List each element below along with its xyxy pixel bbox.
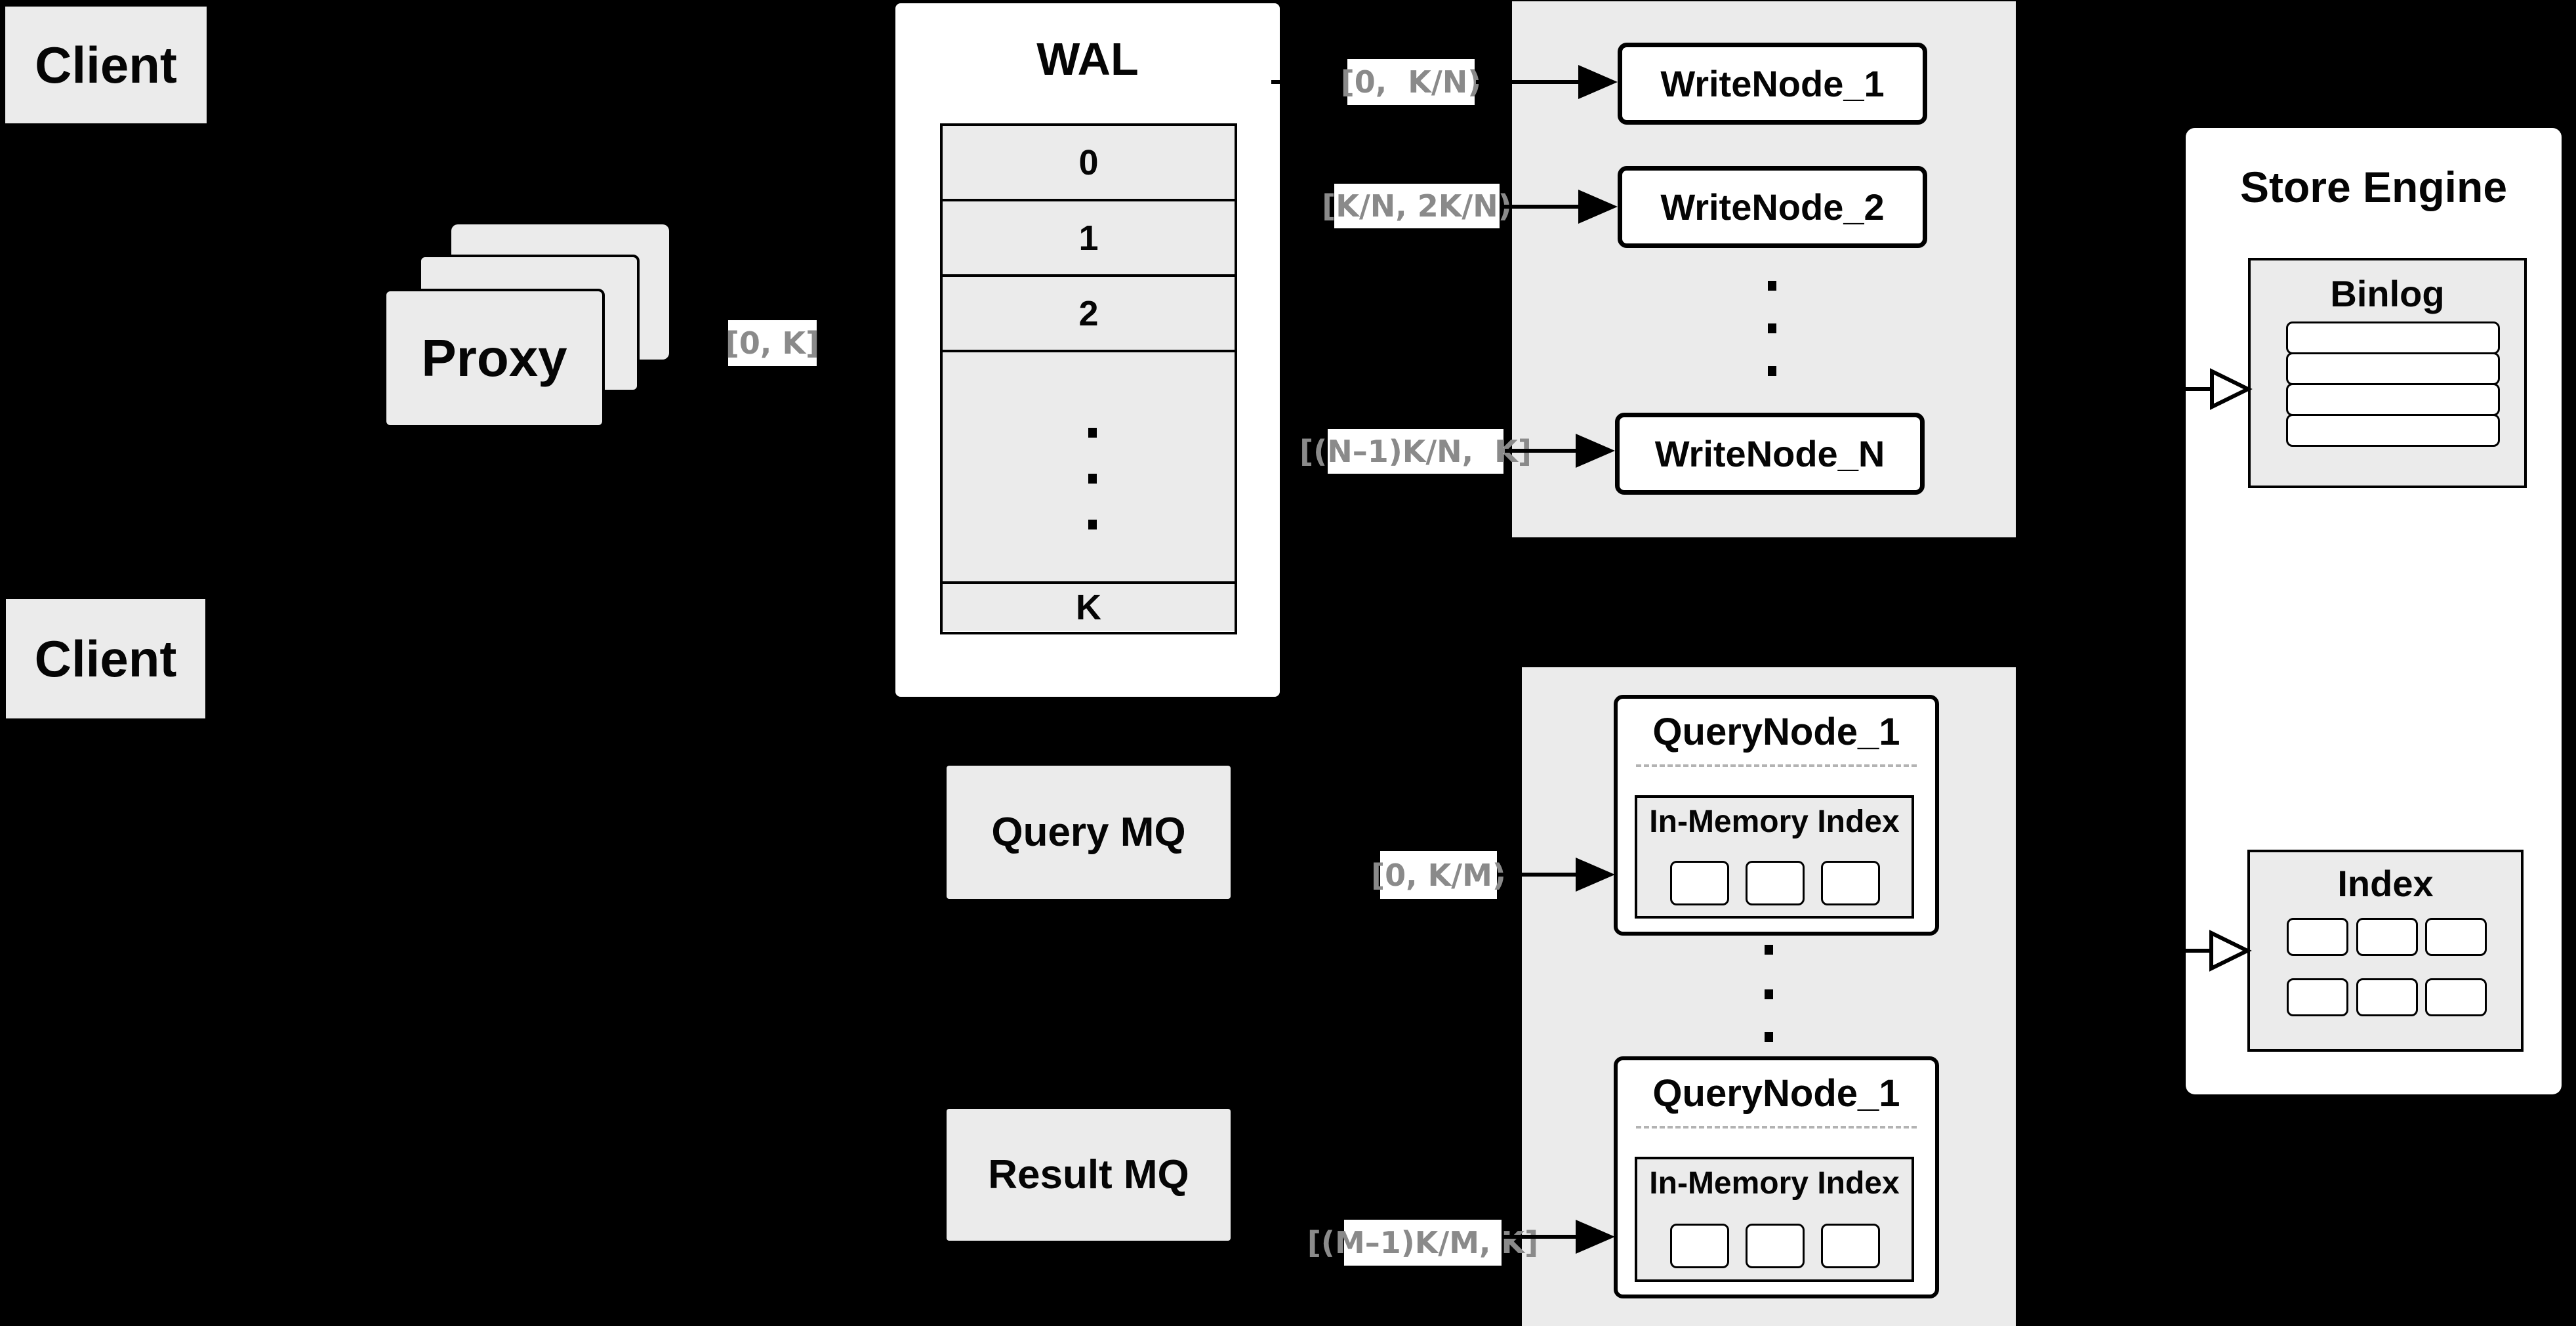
store-engine-title: Store Engine bbox=[2239, 163, 2508, 211]
write-node-2: WriteNode_2 bbox=[1618, 166, 1927, 248]
segment-chip bbox=[1670, 1224, 1729, 1268]
segment-chip bbox=[1821, 861, 1880, 905]
client-box-top: Client bbox=[5, 7, 207, 123]
divider-dashed bbox=[1636, 1126, 1917, 1129]
query-node-bottom: QueryNode_1 In-Memory Index bbox=[1614, 1056, 1939, 1298]
divider-dashed bbox=[1636, 764, 1917, 767]
wal-segment-row: 1 bbox=[943, 199, 1235, 274]
result-mq-box: Result MQ bbox=[947, 1109, 1231, 1241]
in-memory-index-top-title: In-Memory Index bbox=[1649, 804, 1900, 839]
segment-chip bbox=[1670, 861, 1729, 905]
index-chip-row bbox=[2287, 978, 2487, 1016]
binlog-box: Binlog bbox=[2248, 258, 2527, 488]
range-label-wnN: [(N–1)K/N, K] bbox=[1299, 429, 1532, 474]
in-memory-index-bottom-title: In-Memory Index bbox=[1649, 1165, 1900, 1201]
range-label-proxy-wal: [0, K] bbox=[726, 320, 819, 366]
ellipsis-dot bbox=[1765, 1032, 1773, 1042]
segment-chip-row bbox=[1670, 1224, 1880, 1268]
store-engine-panel: Store Engine Binlog Index bbox=[2186, 128, 2562, 1094]
segment-chip bbox=[1746, 1224, 1805, 1268]
wal-segment-row: 2 bbox=[943, 274, 1235, 350]
proxy-label: Proxy bbox=[421, 329, 567, 387]
range-label-wn1: [0, K/N) bbox=[1341, 59, 1481, 105]
query-node-bottom-title: QueryNode_1 bbox=[1652, 1071, 1900, 1115]
index-chip bbox=[2425, 978, 2487, 1016]
write-node-1: WriteNode_1 bbox=[1618, 43, 1927, 125]
ellipsis-dot bbox=[1768, 323, 1776, 333]
wal-ellipsis-cell bbox=[943, 350, 1235, 581]
ellipsis-dot bbox=[1765, 945, 1773, 955]
wal-panel: WAL 0 1 2 K bbox=[895, 3, 1280, 697]
range-label-wn2: [K/N, 2K/N) bbox=[1322, 184, 1512, 228]
binlog-title: Binlog bbox=[2330, 272, 2445, 314]
binlog-row bbox=[2286, 352, 2500, 385]
client-bottom-label: Client bbox=[34, 629, 177, 688]
ellipsis-dot bbox=[1088, 474, 1097, 484]
index-chip bbox=[2425, 918, 2487, 956]
client-box-bottom: Client bbox=[6, 599, 205, 718]
ellipsis-dot bbox=[1088, 428, 1097, 438]
ellipsis-dot bbox=[1088, 520, 1097, 529]
wal-segment-row: 0 bbox=[943, 126, 1235, 199]
binlog-row bbox=[2286, 414, 2500, 447]
index-box: Index bbox=[2247, 850, 2524, 1052]
index-chip bbox=[2356, 978, 2418, 1016]
query-mq-box: Query MQ bbox=[947, 766, 1231, 899]
query-node-top: QueryNode_1 In-Memory Index bbox=[1614, 695, 1939, 936]
write-node-n: WriteNode_N bbox=[1615, 413, 1925, 495]
index-chip bbox=[2287, 978, 2348, 1016]
binlog-row bbox=[2286, 383, 2500, 416]
segment-chip bbox=[1821, 1224, 1880, 1268]
binlog-rows bbox=[2286, 321, 2500, 447]
segment-chip bbox=[1746, 861, 1805, 905]
index-chip-row bbox=[2287, 918, 2487, 956]
index-chip bbox=[2287, 918, 2348, 956]
client-top-label: Client bbox=[35, 35, 177, 94]
ellipsis-dot bbox=[1768, 366, 1776, 376]
in-memory-index-top: In-Memory Index bbox=[1635, 795, 1914, 919]
query-node-top-title: QueryNode_1 bbox=[1652, 710, 1900, 753]
index-chip bbox=[2356, 918, 2418, 956]
range-label-qn-top: [0, K/M) bbox=[1371, 851, 1506, 899]
wal-segment-row: K bbox=[943, 581, 1235, 631]
binlog-row bbox=[2286, 321, 2500, 354]
ellipsis-dot bbox=[1765, 989, 1773, 999]
index-title: Index bbox=[2337, 863, 2434, 904]
range-label-qn-bottom: [(M–1)K/M, K] bbox=[1307, 1220, 1538, 1266]
wal-title: WAL bbox=[1036, 33, 1139, 85]
ellipsis-dot bbox=[1768, 281, 1776, 291]
segment-chip-row bbox=[1670, 861, 1880, 905]
proxy-box: Proxy bbox=[384, 289, 605, 428]
in-memory-index-bottom: In-Memory Index bbox=[1635, 1157, 1914, 1282]
wal-segment-table: 0 1 2 K bbox=[940, 123, 1237, 634]
